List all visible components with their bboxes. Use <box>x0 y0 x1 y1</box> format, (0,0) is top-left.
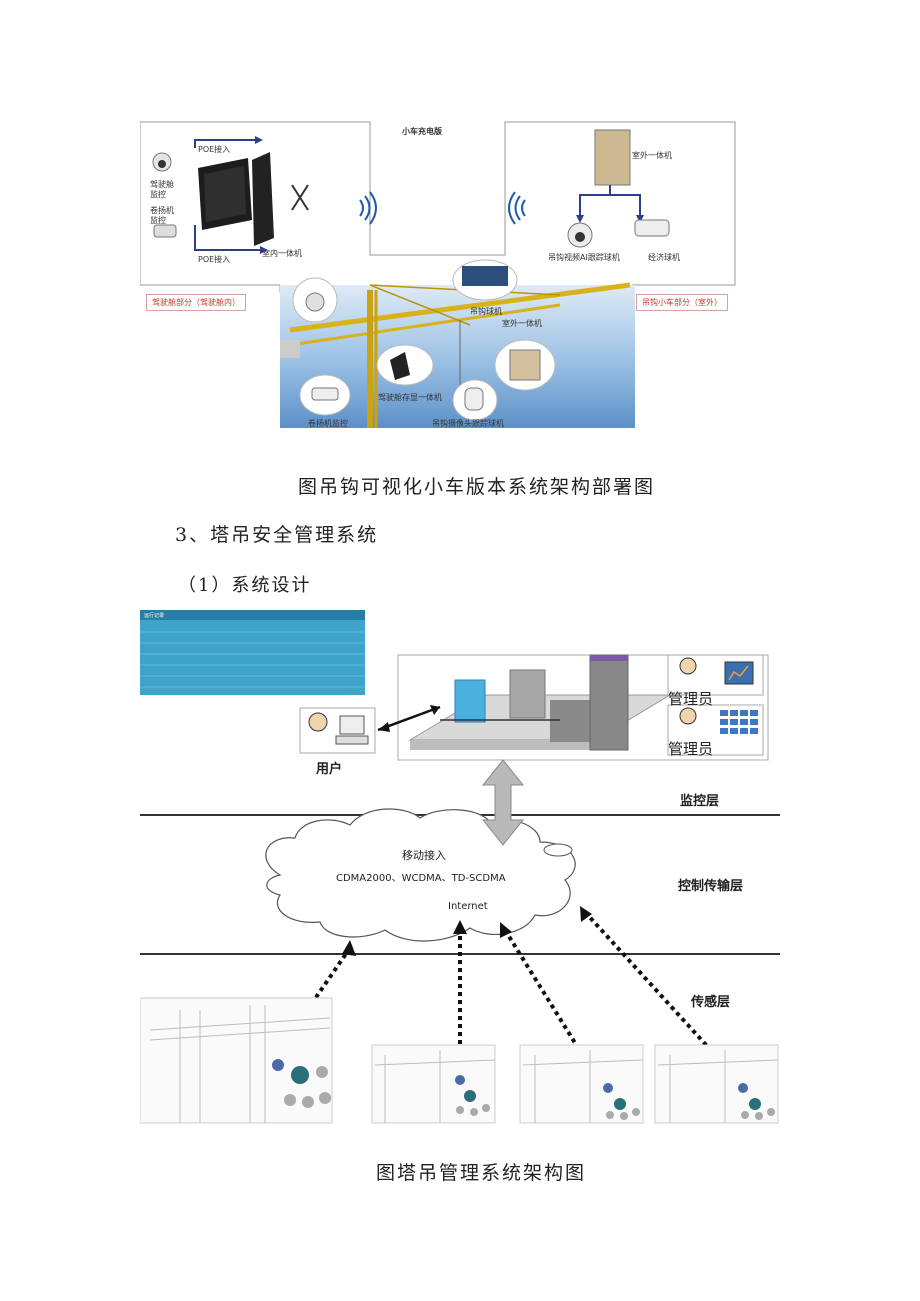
outdoor-unit-label: 室外一体机 <box>632 151 672 160</box>
figure2-graphic <box>139 610 780 1124</box>
figure-tower-crane-management-architecture: 运行记录 用户 管理员 管理员 监控层 控制传输层 传感层 移动接入 CDMA2… <box>139 610 780 1125</box>
hook-box-label: 吊钩球机 <box>470 307 502 316</box>
radar-camera-label: 经济球机 <box>648 253 680 262</box>
figure2-caption: 图塔吊管理系统架构图 <box>376 1162 587 1184</box>
admin-label-1: 管理员 <box>668 690 714 708</box>
figure1-graphic <box>139 121 736 428</box>
run-record-title: 运行记录 <box>144 613 165 619</box>
cloud-networks-label: CDMA2000、WCDMA、TD-SCDMA <box>336 873 506 884</box>
trolley-zone-label: 吊钩小车部分（室外） <box>636 294 728 311</box>
admin-label-2: 管理员 <box>668 740 714 758</box>
outdoor-unit-crane-label: 室外一体机 <box>502 319 542 328</box>
cab-camera-label: 驾驶舱监控 <box>150 180 174 199</box>
hook-camera-bottom-label: 吊钩摄像头跟踪球机 <box>432 419 504 428</box>
cab-display-label: 驾驶舱存显一体机 <box>378 393 442 402</box>
figure-hook-visual-architecture: 小车充电版 POE接入 POE接入 驾驶舱监控 卷扬机监控 室内一体机 室外一体… <box>139 120 740 430</box>
center-title: 小车充电版 <box>402 127 442 136</box>
monitor-layer-label: 监控层 <box>680 794 720 809</box>
hook-ptz-camera-label: 吊钩视频AI跟踪球机 <box>548 253 620 262</box>
subsection-heading: （1）系统设计 <box>178 575 312 596</box>
indoor-unit-label: 室内一体机 <box>262 249 302 258</box>
user-label: 用户 <box>316 762 343 777</box>
cab-zone-label: 驾驶舱部分（驾驶舱内） <box>146 294 246 311</box>
winch-monitor-label: 卷扬机监控 <box>308 419 348 428</box>
figure1-caption: 图吊钩可视化小车版本系统架构部署图 <box>298 476 656 498</box>
winch-camera-label: 卷扬机监控 <box>150 206 174 225</box>
control-transmission-layer-label: 控制传输层 <box>678 879 744 894</box>
poe-top-label: POE接入 <box>198 145 231 154</box>
cloud-internet-label: Internet <box>448 901 488 912</box>
section-heading: 3、塔吊安全管理系统 <box>175 524 379 546</box>
poe-bottom-label: POE接入 <box>198 255 231 264</box>
sensor-layer-label: 传感层 <box>691 995 731 1010</box>
cloud-mobile-access-label: 移动接入 <box>402 849 446 862</box>
